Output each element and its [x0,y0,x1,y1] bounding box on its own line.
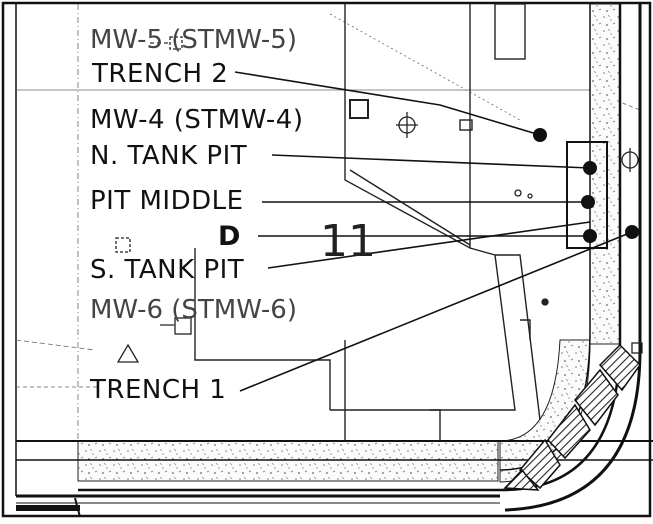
concrete-band-vertical [589,3,621,345]
label-number-11: 11 [320,216,376,267]
label-mw6: MW-6 (STMW-6) [90,295,297,325]
concrete-band-bottom [77,440,499,482]
leader-n-tank-pit [271,154,591,169]
concrete-curve [499,339,591,483]
unknown-symbol [115,237,131,253]
label-s-tank-pit: S. TANK PIT [90,255,244,285]
label-trench1: TRENCH 1 [89,375,226,405]
label-d: D [218,221,240,252]
sample-points [533,128,639,243]
tank-pit-box [566,141,608,249]
well-mw6-symbol [174,317,192,335]
hatched-fence [503,343,641,491]
leader-trench2 [234,71,541,136]
map-symbols [115,36,643,363]
label-pit-middle: PIT MIDDLE [90,186,244,216]
label-mw5: MW-5 (STMW-5) [90,25,297,55]
leader-lines [150,42,633,392]
label-trench2: TRENCH 2 [91,59,228,89]
well-mw4-symbol [349,99,369,119]
well-mw5-symbol [169,36,183,50]
triangle-symbol [116,343,140,363]
label-n-tank-pit: N. TANK PIT [90,141,247,171]
reference-lines [15,4,641,440]
leader-trench1 [239,231,633,392]
label-mw4: MW-4 (STMW-4) [90,105,303,135]
leader-s-tank-pit [267,221,591,269]
pit-structures [194,3,541,440]
